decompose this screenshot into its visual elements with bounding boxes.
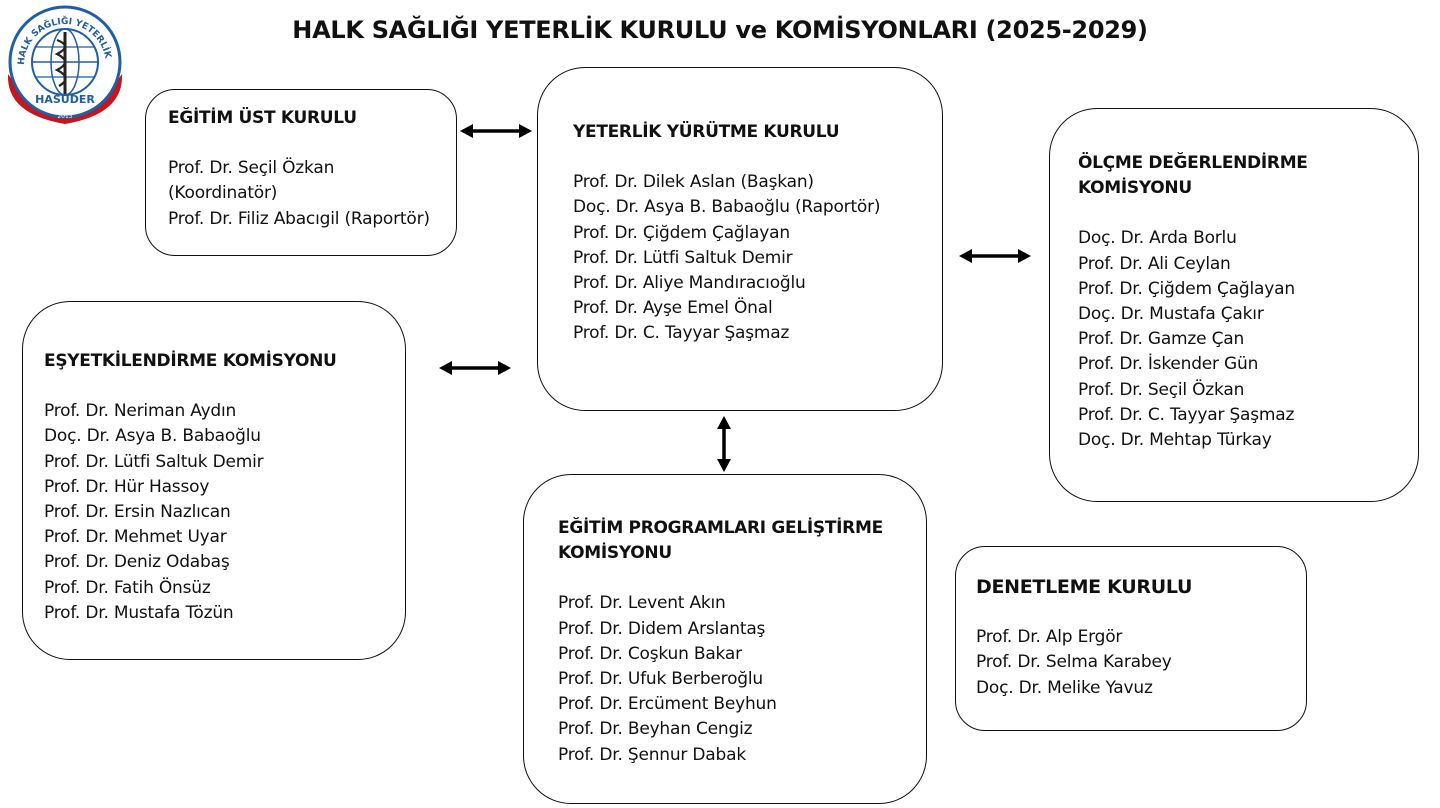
box-title-line1: EĞİTİM PROGRAMLARI GELİŞTİRME: [558, 518, 883, 538]
member-name: Prof. Dr. Seçil Özkan: [168, 158, 335, 179]
double-arrow-icon: [959, 249, 1031, 263]
member-name: Prof. Dr. Levent Akın: [558, 593, 726, 614]
logo-year-text: 2013: [57, 113, 72, 120]
member-name: Prof. Dr. Ufuk Berberoğlu: [558, 669, 763, 690]
member-name: Prof. Dr. Deniz Odabaş: [44, 552, 230, 573]
member-name: Prof. Dr. Hür Hassoy: [44, 476, 210, 497]
box-title: DENETLEME KURULU: [976, 576, 1193, 598]
member-name: Prof. Dr. Filiz Abacıgil (Raportör): [168, 208, 430, 229]
box-title-line2: KOMİSYONU: [558, 543, 672, 564]
member-name: Prof. Dr. Lütfi Saltuk Demir: [44, 451, 264, 472]
box-title: EĞİTİM ÜST KURULU: [168, 108, 357, 128]
member-name: Prof. Dr. Çiğdem Çağlayan: [1078, 278, 1295, 299]
member-name: Prof. Dr. Şennur Dabak: [558, 744, 746, 765]
member-name: Prof. Dr. Ali Ceylan: [1078, 253, 1231, 274]
member-name: Prof. Dr. Selma Karabey: [976, 652, 1172, 673]
member-name: Prof. Dr. Fatih Önsüz: [44, 577, 211, 598]
member-name: (Koordinatör): [168, 183, 278, 204]
esyetkilendirme-komisyonu-box: EŞYETKİLENDİRME KOMİSYONU Prof. Dr. Neri…: [22, 301, 406, 660]
member-name: Prof. Dr. Coşkun Bakar: [558, 643, 742, 664]
double-arrow-icon: [717, 416, 731, 472]
member-name: Prof. Dr. Ersin Nazlıcan: [44, 502, 231, 523]
member-list: Prof. Dr. Dilek Aslan (Başkan) Doç. Dr. A…: [573, 170, 942, 346]
box-title: EŞYETKİLENDİRME KOMİSYONU: [44, 351, 337, 371]
member-list: Prof. Dr. Seçil Özkan (Koordinatör) Prof. …: [168, 156, 456, 232]
box-title: YETERLİK YÜRÜTME KURULU: [573, 122, 840, 142]
member-name: Prof. Dr. İskender Gün: [1078, 354, 1259, 375]
member-name: Prof. Dr. Neriman Aydın: [44, 401, 237, 422]
member-name: Doç. Dr. Melike Yavuz: [976, 677, 1153, 698]
member-name: Prof. Dr. C. Tayyar Şaşmaz: [573, 323, 790, 344]
member-name: Prof. Dr. Gamze Çan: [1078, 329, 1245, 350]
hasuder-logo: HALK SAĞLIĞI YETERLİK KURULU HASUDER 201…: [2, 2, 123, 124]
box-title-line2: KOMİSYONU: [1078, 178, 1192, 199]
member-name: Prof. Dr. Didem Arslantaş: [558, 618, 766, 639]
member-name: Prof. Dr. Mustafa Tözün: [44, 602, 234, 623]
member-name: Prof. Dr. Mehmet Uyar: [44, 527, 227, 548]
member-name: Prof. Dr. Dilek Aslan (Başkan): [573, 172, 814, 193]
box-title-line1: ÖLÇME DEĞERLENDİRME: [1078, 153, 1308, 173]
egitim-ust-kurulu-box: EĞİTİM ÜST KURULU Prof. Dr. Seçil Özkan (…: [145, 89, 457, 256]
member-name: Prof. Dr. Alp Ergör: [976, 627, 1123, 648]
member-name: Prof. Dr. Ercüment Beyhun: [558, 694, 777, 715]
logo-org-text: HASUDER: [35, 93, 95, 106]
member-name: Doç. Dr. Asya B. Babaoğlu (Raportör): [573, 197, 881, 218]
member-name: Prof. Dr. Çiğdem Çağlayan: [573, 222, 790, 243]
member-name: Prof. Dr. C. Tayyar Şaşmaz: [1078, 404, 1295, 425]
member-name: Doç. Dr. Mustafa Çakır: [1078, 304, 1264, 325]
double-arrow-icon: [460, 124, 532, 138]
page-title: HALK SAĞLIĞI YETERLİK KURULU ve KOMİSYON…: [292, 16, 1148, 44]
double-arrow-icon: [439, 361, 511, 375]
olcme-degerlendirme-komisyonu-box: ÖLÇME DEĞERLENDİRME KOMİSYONU Doç. Dr. A…: [1049, 108, 1419, 502]
member-name: Doç. Dr. Mehtap Türkay: [1078, 430, 1272, 451]
member-name: Prof. Dr. Lütfi Saltuk Demir: [573, 247, 793, 268]
yeterlik-yurutme-kurulu-box: YETERLİK YÜRÜTME KURULU Prof. Dr. Dilek …: [537, 67, 943, 411]
member-name: Prof. Dr. Seçil Özkan: [1078, 379, 1245, 400]
member-name: Prof. Dr. Ayşe Emel Önal: [573, 298, 773, 319]
member-name: Doç. Dr. Arda Borlu: [1078, 228, 1237, 249]
member-name: Prof. Dr. Aliye Mandıracıoğlu: [573, 273, 806, 294]
member-name: Prof. Dr. Beyhan Cengiz: [558, 719, 753, 740]
member-name: Doç. Dr. Asya B. Babaoğlu: [44, 426, 261, 447]
egitim-programlari-komisyonu-box: EĞİTİM PROGRAMLARI GELİŞTİRME KOMİSYONU …: [523, 474, 927, 804]
